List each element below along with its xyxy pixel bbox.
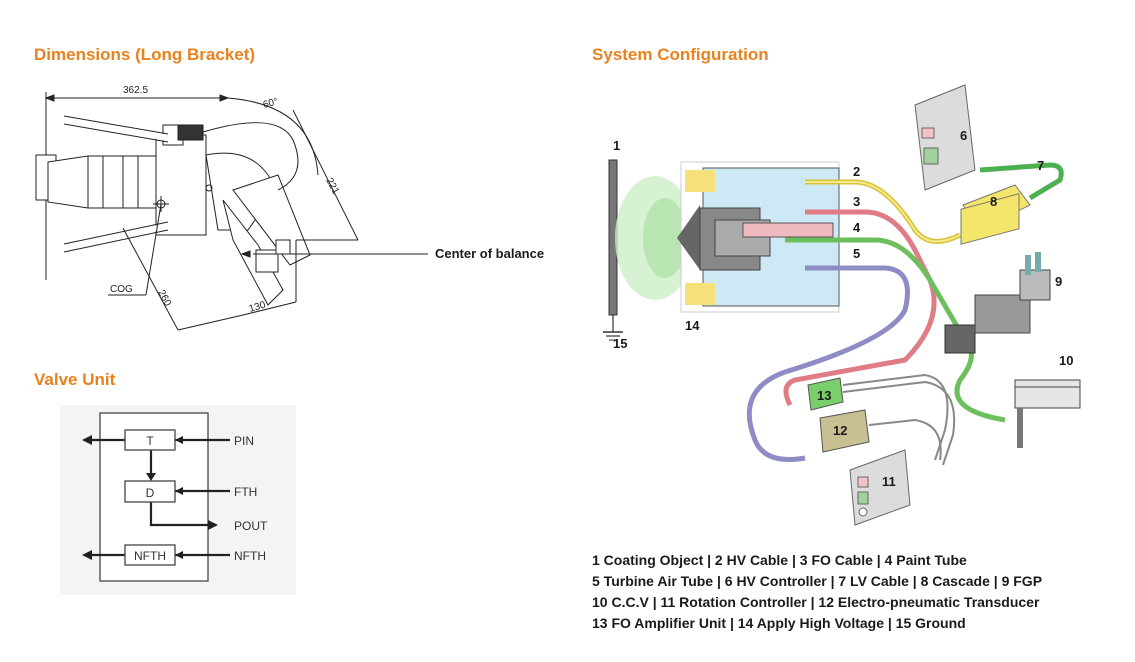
valve-unit-title: Valve Unit (34, 370, 116, 389)
valve-t-box (124, 429, 176, 451)
valve-nfth-label: NFTH (134, 549, 166, 563)
valve-d-label: D (146, 486, 155, 500)
label-14: 14 (685, 318, 700, 333)
label-9: 9 (1055, 274, 1062, 289)
label-13: 13 (817, 388, 831, 403)
label-7: 7 (1037, 158, 1044, 173)
system-configuration-title: System Configuration (592, 45, 769, 64)
port-fth-label: FTH (234, 485, 257, 499)
dim-length-label: 362.5 (123, 85, 148, 96)
label-10: 10 (1059, 353, 1073, 368)
dimensions-drawing: 362.5 60° 221 260 130 COG Center of bala… (35, 85, 544, 331)
label-8: 8 (990, 194, 997, 209)
label-1: 1 (613, 138, 620, 153)
legend-line: 5 Turbine Air Tube | 6 HV Controller | 7… (592, 573, 1043, 589)
legend-line: 10 C.C.V | 11 Rotation Controller | 12 E… (592, 594, 1040, 610)
label-6: 6 (960, 128, 967, 143)
port-pout-label: POUT (234, 519, 268, 533)
cog-label: COG (110, 284, 133, 295)
port-pin-label: PIN (234, 434, 254, 448)
dim-cog-depth-label: 260 (155, 288, 173, 308)
legend-line: 13 FO Amplifier Unit | 14 Apply High Vol… (592, 615, 966, 631)
system-configuration-diagram: 1 2 3 4 5 6 7 8 9 10 11 12 13 14 15 (603, 84, 1081, 526)
dimensions-title: Dimensions (Long Bracket) (34, 45, 256, 64)
label-11: 11 (882, 474, 896, 489)
dim-angle-label: 60° (262, 96, 279, 111)
label-5: 5 (853, 246, 860, 261)
label-3: 3 (853, 194, 860, 209)
label-4: 4 (853, 220, 861, 235)
dim-height-label: 221 (323, 176, 341, 196)
label-12: 12 (833, 423, 847, 438)
label-2: 2 (853, 164, 860, 179)
label-15: 15 (613, 336, 627, 351)
system-legend: 1 Coating Object | 2 HV Cable | 3 FO Cab… (592, 550, 1132, 634)
valve-t-label: T (146, 434, 154, 448)
legend-line: 1 Coating Object | 2 HV Cable | 3 FO Cab… (592, 552, 967, 568)
port-nfth-label: NFTH (234, 549, 266, 563)
valve-unit-diagram: T D NFTH PIN FTH POUT NFTH (60, 405, 296, 595)
valve-nfth-box (124, 544, 176, 566)
center-of-balance-label: Center of balance (435, 246, 544, 261)
valve-d-box (124, 480, 176, 503)
dim-offset-label: 130 (248, 300, 267, 315)
